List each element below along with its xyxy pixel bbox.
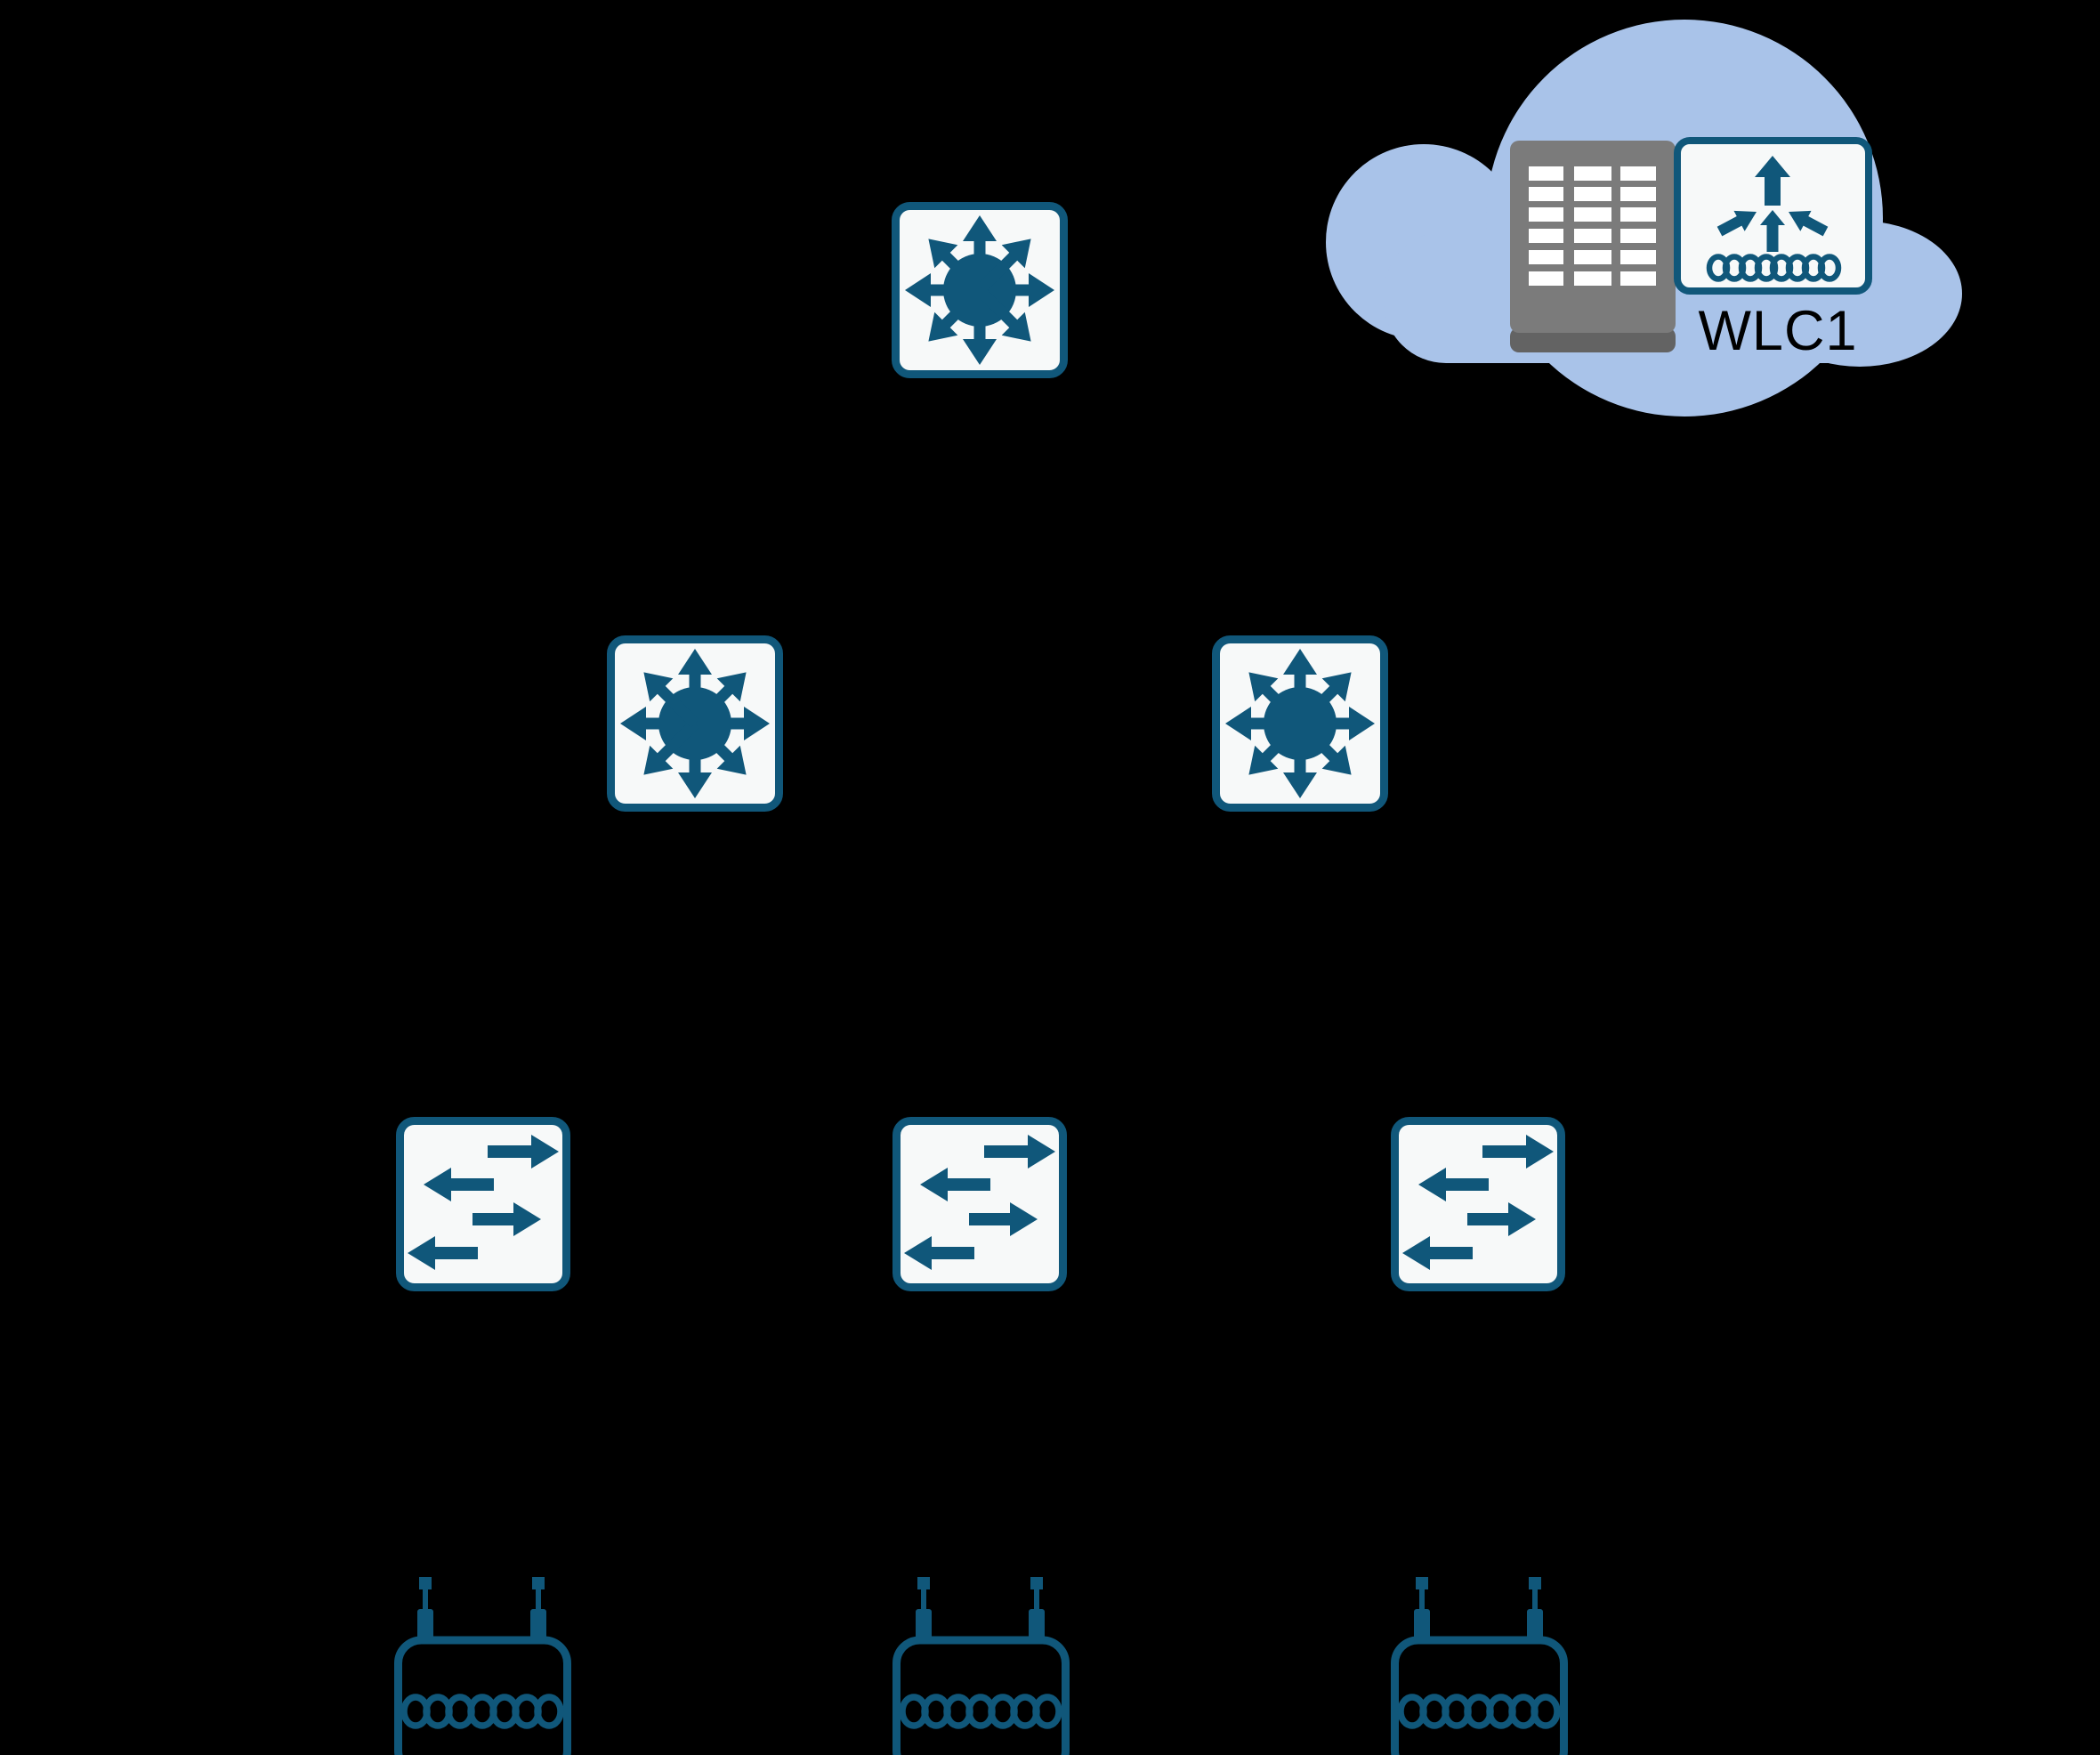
building-icon: [1510, 141, 1676, 352]
access-switch-left-icon: [400, 1121, 567, 1288]
access-point-left-icon: [399, 1577, 568, 1755]
distribution-switch-left-icon: [611, 640, 779, 808]
access-switch-right-icon: [1395, 1121, 1562, 1288]
wlc-label: WLC1: [1698, 300, 1858, 362]
access-switch-center-icon: [897, 1121, 1063, 1288]
distribution-switch-right-icon: [1216, 640, 1385, 808]
wlc-coil: [1706, 254, 1842, 282]
core-multilayer-switch-icon: [896, 206, 1064, 375]
access-point-right-icon: [1395, 1577, 1564, 1755]
wlc-icon: [1674, 137, 1872, 295]
wlc-cloud: [1326, 20, 1962, 417]
access-point-center-icon: [897, 1577, 1066, 1755]
